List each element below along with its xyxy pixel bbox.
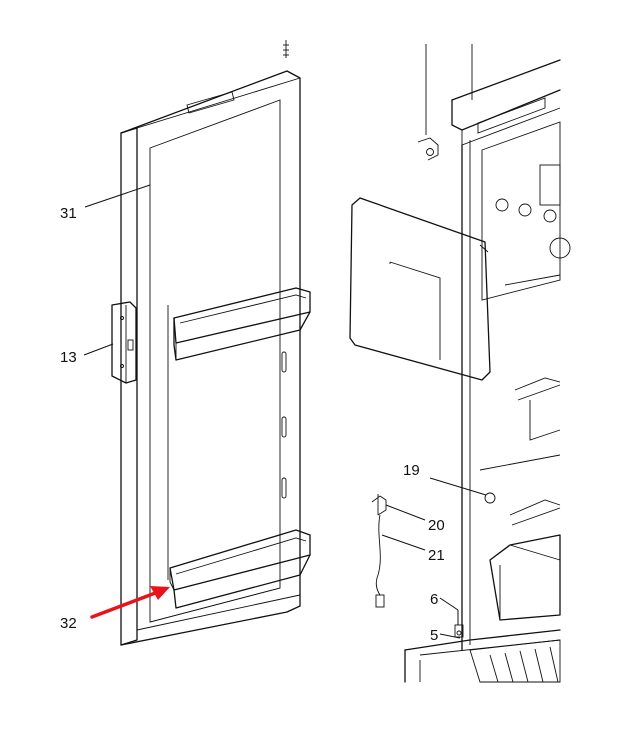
callout-21: 21 <box>428 547 445 564</box>
red-arrow-indicator <box>90 586 170 619</box>
upper-door-shelf <box>173 287 311 361</box>
part-19-plug <box>429 477 496 504</box>
evaporator-cover-panel <box>349 197 491 381</box>
callout-32: 32 <box>60 615 77 632</box>
callout-6: 6 <box>430 591 438 608</box>
callout-13: 13 <box>60 349 77 366</box>
hinge-bracket <box>111 301 137 384</box>
callout-19: 19 <box>403 462 420 479</box>
callout-31: 31 <box>60 205 77 222</box>
lower-door-shelf <box>169 529 311 609</box>
callout-20: 20 <box>428 517 445 534</box>
refrigerator-cabinet <box>404 44 571 683</box>
part-5-6-hinge-pin <box>439 597 464 639</box>
part-20-21-sensor <box>371 494 426 608</box>
callout-5: 5 <box>430 627 438 644</box>
callout-leaders <box>83 184 151 356</box>
door-panel <box>120 40 301 646</box>
